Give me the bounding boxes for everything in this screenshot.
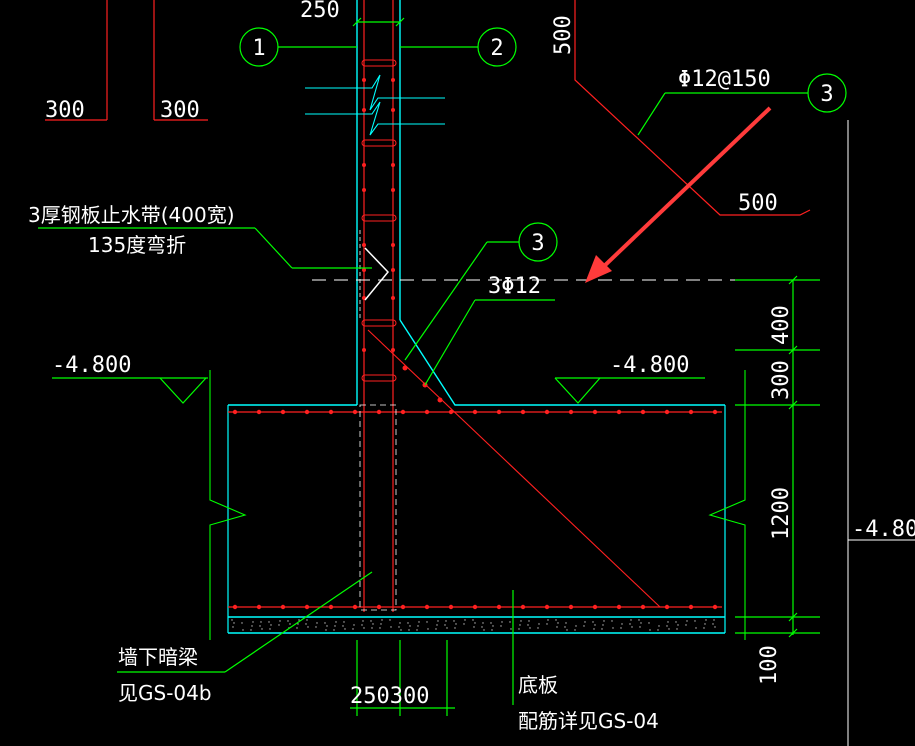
dim-left-300b: 300: [160, 98, 200, 123]
rebar-top-spec: Φ12@150: [678, 67, 771, 92]
axis-1-label: 1: [252, 36, 265, 61]
dim-right-500-horizontal: 500: [738, 191, 778, 216]
dim-right-500-vertical: 500: [551, 15, 576, 55]
dim-left-300a: 300: [45, 98, 85, 123]
dim-top-250: 250: [300, 0, 340, 23]
axis-2-label: 2: [490, 36, 503, 61]
elevation-left: -4.800: [52, 353, 131, 378]
rebar-mid-spec: 3Φ12: [488, 274, 541, 299]
dim-height-100: 100: [757, 645, 782, 685]
callout-3-mid-label: 3: [531, 231, 544, 256]
dim-height-400: 400: [769, 305, 794, 345]
callout-3-top-label: 3: [820, 82, 833, 107]
waterstop-note-line2: 135度弯折: [88, 233, 186, 257]
dim-bottom-250300: 250300: [350, 684, 429, 709]
elevation-far-right: -4.80: [852, 517, 915, 542]
drawing-geometry: [38, 0, 915, 746]
beam-note-line2: 见GS-04b: [118, 681, 212, 705]
dim-height-300: 300: [769, 360, 794, 400]
elevation-right: -4.800: [610, 353, 689, 378]
waterstop-note-line1: 3厚钢板止水带(400宽): [28, 203, 235, 227]
slab-note-line2: 配筋详见GS-04: [518, 709, 659, 733]
dim-height-1200: 1200: [769, 487, 794, 540]
slab-note-line1: 底板: [518, 673, 558, 697]
beam-note-line1: 墙下暗梁: [118, 645, 198, 669]
